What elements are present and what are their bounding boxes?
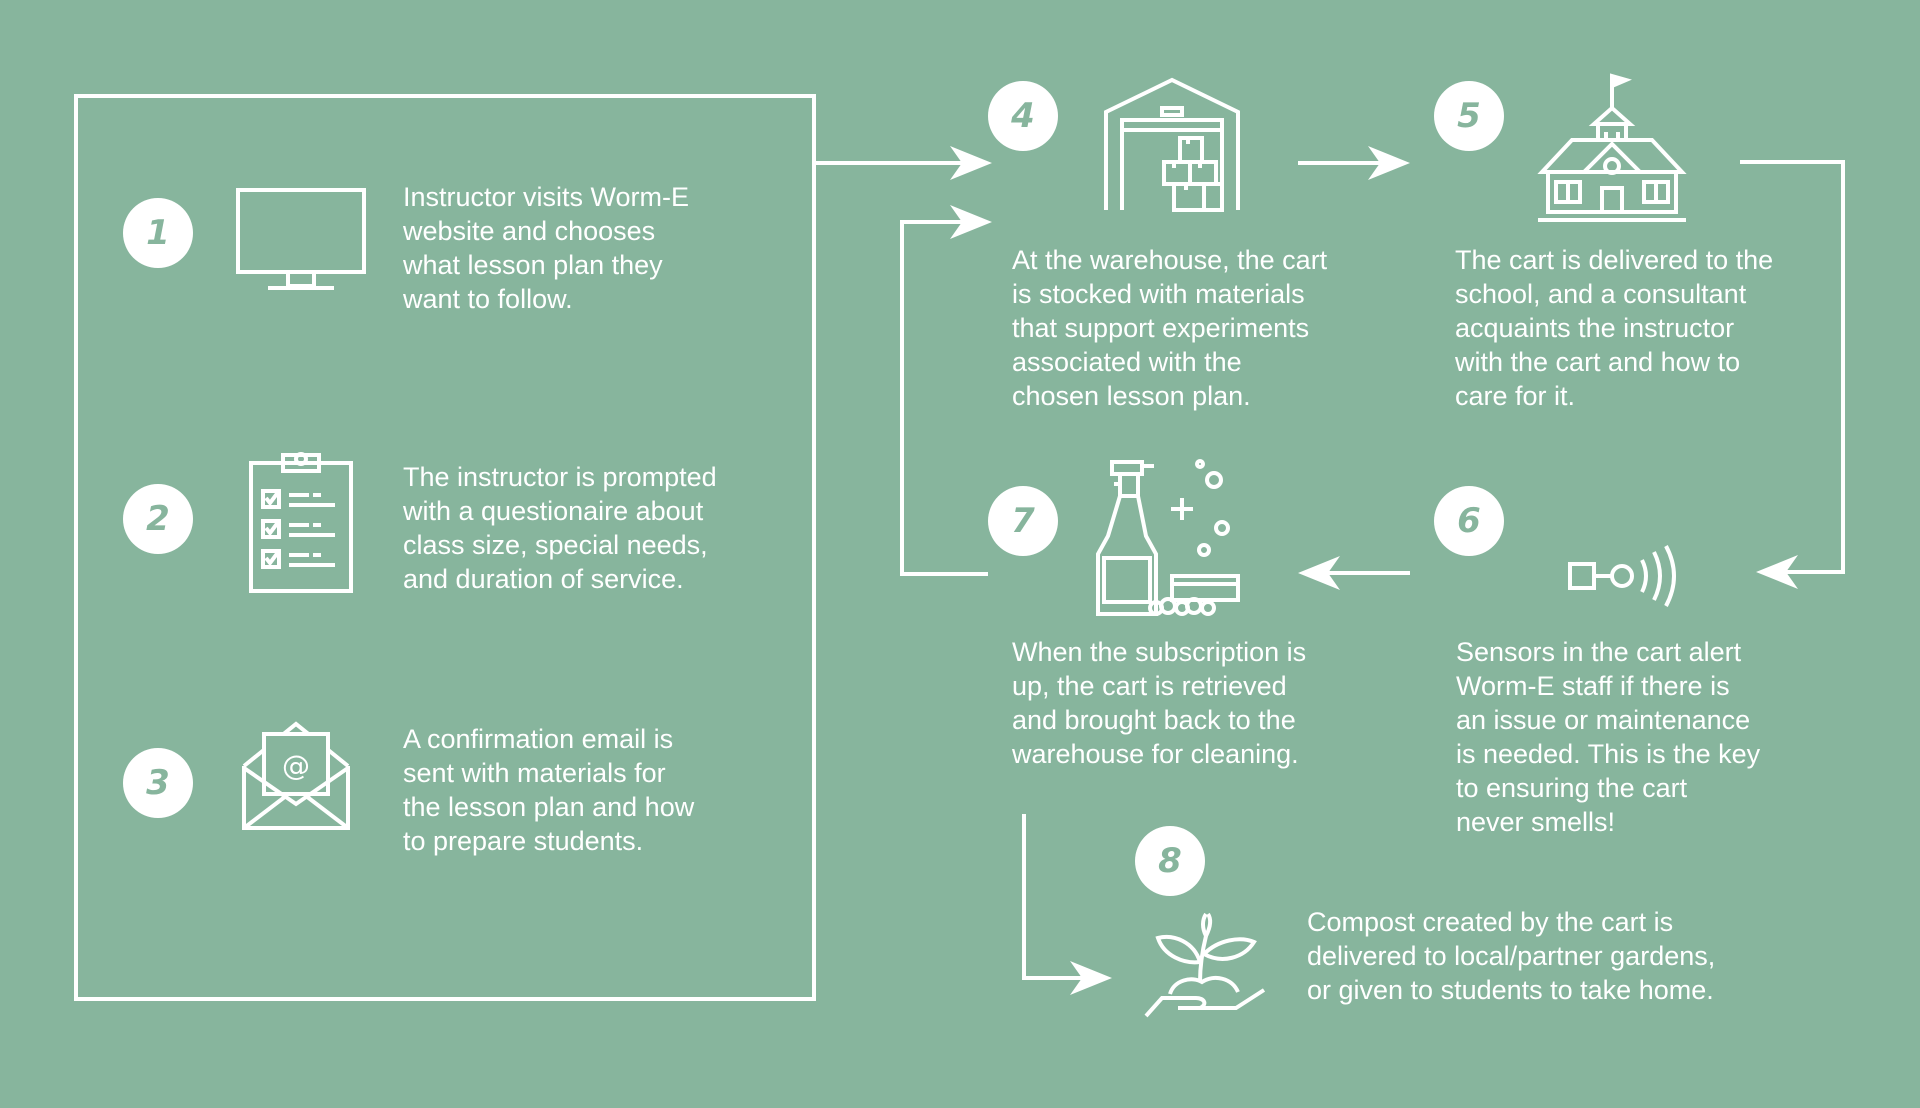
step-5-text: The cart is delivered to the school, and… <box>1455 245 1774 411</box>
step-2-number-badge: 2 <box>123 484 193 554</box>
warehouse-icon <box>1104 77 1240 212</box>
step-1-text: Instructor visits Worm-E website and cho… <box>403 182 690 314</box>
computer-monitor-icon <box>236 188 366 290</box>
svg-text:@: @ <box>282 749 310 782</box>
step-4-number-badge: 4 <box>988 81 1058 151</box>
step-3-number-badge: 3 <box>123 748 193 818</box>
clipboard-checklist-icon <box>249 452 353 593</box>
step-6-number-badge: 6 <box>1434 486 1504 556</box>
step-2-text: The instructor is prompted with a questi… <box>403 462 717 594</box>
step-7-text: When the subscription is up, the cart is… <box>1012 637 1307 769</box>
step-5-number-badge: 5 <box>1434 81 1504 151</box>
cleaning-spray-icon <box>1096 459 1240 616</box>
step-7-number-badge: 7 <box>988 486 1058 556</box>
step-1-number-badge: 1 <box>123 198 193 268</box>
school-building-icon <box>1537 73 1687 222</box>
step-4-text: At the warehouse, the cart is stocked wi… <box>1012 245 1328 411</box>
step-8-text: Compost created by the cart is delivered… <box>1307 907 1716 1005</box>
email-envelope-icon: @ <box>242 721 350 830</box>
steps-1-3-group-frame <box>74 94 816 1001</box>
arrow-7-to-8-head <box>1070 961 1112 995</box>
arrow-4-to-5-head <box>1368 146 1410 180</box>
arrow-5-to-6 <box>1740 160 1845 574</box>
step-6-text: Sensors in the cart alert Worm-E staff i… <box>1456 637 1761 837</box>
step-3-text: A confirmation email is sent with materi… <box>403 724 695 856</box>
arrow-7-to-8 <box>1022 814 1096 980</box>
arrow-7-to-4-head <box>950 205 992 239</box>
arrow-frame-to-4-head <box>950 146 992 180</box>
arrow-5-to-6-head <box>1756 555 1798 589</box>
sensor-signal-icon <box>1568 545 1676 607</box>
sprout-hand-icon <box>1144 912 1266 1018</box>
arrow-6-to-7-head <box>1298 556 1340 590</box>
arrow-7-to-4 <box>900 220 988 576</box>
step-8-number-badge: 8 <box>1135 826 1205 896</box>
